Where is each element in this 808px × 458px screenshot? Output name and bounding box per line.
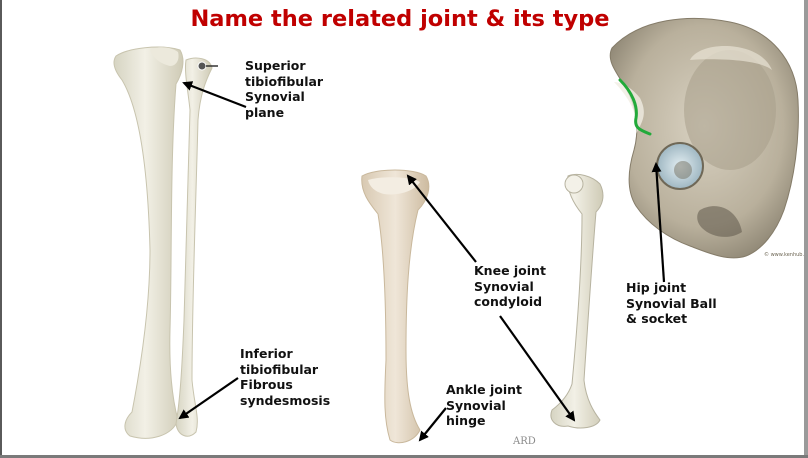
label-line: Superior	[245, 58, 306, 73]
arrow-ankle-joint	[418, 407, 447, 442]
slide-border-right	[804, 0, 808, 458]
femur-image	[550, 173, 604, 429]
label-line: Fibrous	[240, 377, 293, 392]
knee-joint-label: Knee joint Synovial condyloid	[474, 263, 546, 310]
label-line: tibiofibular	[240, 361, 319, 377]
label-line: condyloid	[474, 294, 543, 309]
label-line: Synovial	[245, 89, 305, 104]
ankle-joint-label: Ankle joint Synovial hinge	[446, 382, 522, 429]
image-watermark: ARD	[513, 436, 536, 447]
inferior-tibiofibular-label: Inferior tibiofibular Fibrous syndesmosi…	[240, 346, 330, 408]
arrow-inferior-tibiofibular	[178, 377, 239, 420]
label-line: Ankle joint	[446, 382, 523, 397]
label-line: Hip joint	[626, 280, 687, 295]
label-line: Synovial	[446, 397, 506, 413]
arrow-superior-tibiofibular	[182, 81, 247, 109]
label-line: syndesmosis	[240, 392, 331, 408]
tibia-fibula-image	[113, 46, 213, 439]
label-line: Inferior	[240, 346, 293, 361]
slide-title: Name the related joint & its type	[190, 6, 610, 32]
slide-border-left	[0, 0, 2, 458]
superior-tibiofibular-label: Superior tibiofibular Synovial plane	[245, 58, 323, 120]
arrow-hip-joint	[651, 162, 666, 283]
label-line: & socket	[626, 311, 688, 326]
slide-border-bottom	[0, 455, 808, 458]
hip-joint-label: Hip joint Synovial Ball & socket	[626, 280, 717, 327]
label-line: Synovial	[474, 278, 534, 294]
arrow-knee-femur	[499, 315, 576, 422]
label-line: Synovial Ball	[626, 295, 717, 311]
label-line: hinge	[446, 413, 486, 428]
label-line: plane	[245, 104, 285, 120]
label-line: tibiofibular	[245, 73, 324, 89]
arrow-knee-joint	[406, 174, 477, 263]
svg-text:© www.kenhub.c: © www.kenhub.c	[764, 251, 807, 258]
label-line: Knee joint	[474, 263, 546, 278]
